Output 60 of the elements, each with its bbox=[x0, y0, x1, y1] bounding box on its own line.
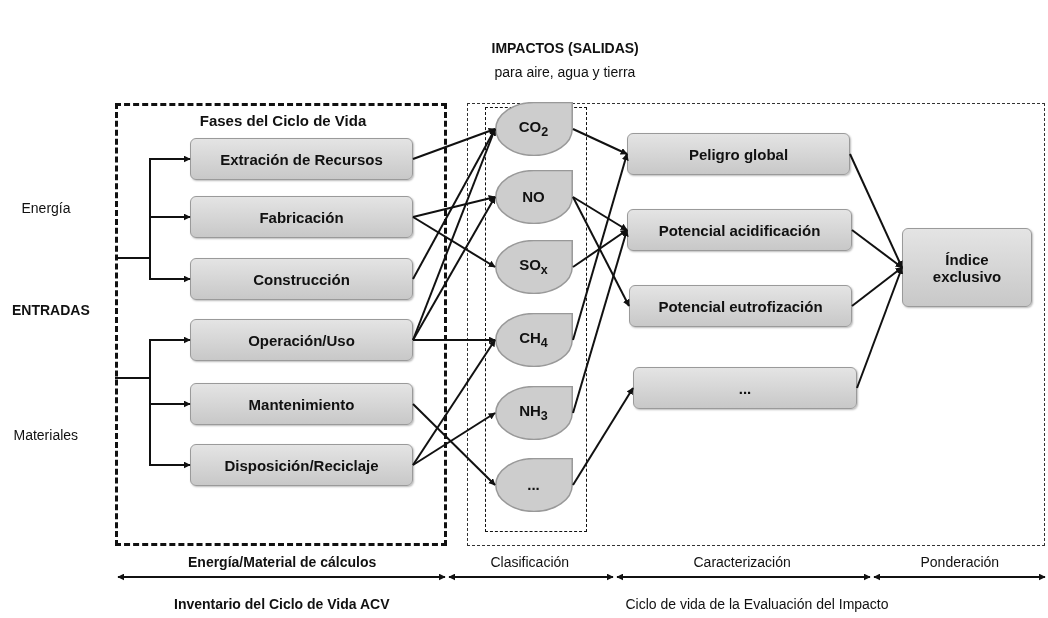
emission-drop-shape bbox=[494, 457, 573, 512]
arrow bbox=[851, 229, 903, 269]
emission-drop-shape bbox=[494, 385, 573, 440]
phase-label: Inventario del Ciclo de Vida ACV bbox=[174, 596, 390, 612]
process-box: Mantenimiento bbox=[190, 383, 413, 425]
arrow bbox=[572, 153, 629, 341]
input-label: Materiales bbox=[13, 427, 79, 443]
emission-label: NO bbox=[522, 188, 545, 205]
result-box: Índice exclusivo bbox=[902, 228, 1032, 307]
arrow bbox=[572, 196, 630, 307]
process-box: Peligro global bbox=[627, 133, 850, 175]
arrow bbox=[412, 128, 496, 341]
arrow bbox=[412, 127, 496, 160]
arrow bbox=[114, 257, 191, 283]
emission-label: ... bbox=[527, 476, 540, 493]
arrow bbox=[572, 229, 628, 268]
input-label: ENTRADAS bbox=[12, 302, 90, 318]
emission-label: NH$_{3}$ bbox=[519, 402, 548, 423]
arrow bbox=[412, 403, 496, 486]
section-heading: Fases del Ciclo de Vida bbox=[198, 112, 368, 129]
arrow bbox=[412, 412, 496, 466]
arrow bbox=[412, 195, 496, 218]
process-box: Disposición/Reciclaje bbox=[190, 444, 413, 486]
process-box: Fabricación bbox=[190, 196, 413, 238]
subheading: para aire, agua y tierra bbox=[494, 64, 636, 80]
process-box: Extración de Recursos bbox=[190, 138, 413, 180]
stage-label: Clasificación bbox=[490, 554, 570, 570]
arrow bbox=[572, 387, 634, 486]
arrow bbox=[412, 216, 496, 268]
process-box: Potencial acidificación bbox=[627, 209, 852, 251]
arrow bbox=[412, 336, 496, 344]
arrow bbox=[572, 229, 629, 414]
lifecycle-inventory-frame bbox=[115, 103, 447, 546]
arrow bbox=[856, 266, 904, 389]
phase-label: Ciclo de vida de la Evaluación del Impacto bbox=[625, 596, 889, 612]
emission-drop-shape bbox=[494, 169, 573, 224]
arrow bbox=[849, 153, 903, 269]
emission-label: CO$_{2}$ bbox=[518, 118, 549, 139]
input-label: Energía bbox=[21, 200, 71, 216]
process-box: Potencial eutrofización bbox=[629, 285, 852, 327]
stage-label: Ponderación bbox=[920, 554, 1000, 570]
arrow bbox=[412, 339, 496, 466]
arrow bbox=[851, 266, 903, 307]
emission-drop-shape bbox=[494, 312, 573, 367]
arrow bbox=[114, 377, 191, 469]
stage-label: Energía/Material de cálculos bbox=[188, 554, 377, 570]
arrow bbox=[412, 128, 496, 280]
emission-label: SO$_{x}$ bbox=[519, 256, 548, 277]
arrow bbox=[412, 196, 496, 341]
process-box: Construcción bbox=[190, 258, 413, 300]
impact-assessment-frame bbox=[467, 103, 1045, 546]
emission-drop-shape bbox=[494, 101, 573, 156]
process-box: ... bbox=[633, 367, 857, 409]
arrow bbox=[572, 128, 628, 155]
emission-drop-shape bbox=[494, 239, 573, 294]
emission-label: CH$_{4}$ bbox=[519, 329, 548, 350]
process-box: Operación/Uso bbox=[190, 319, 413, 361]
stage-label: Caracterización bbox=[693, 554, 791, 570]
arrow bbox=[572, 196, 628, 231]
section-heading: IMPACTOS (SALIDAS) bbox=[491, 40, 639, 56]
